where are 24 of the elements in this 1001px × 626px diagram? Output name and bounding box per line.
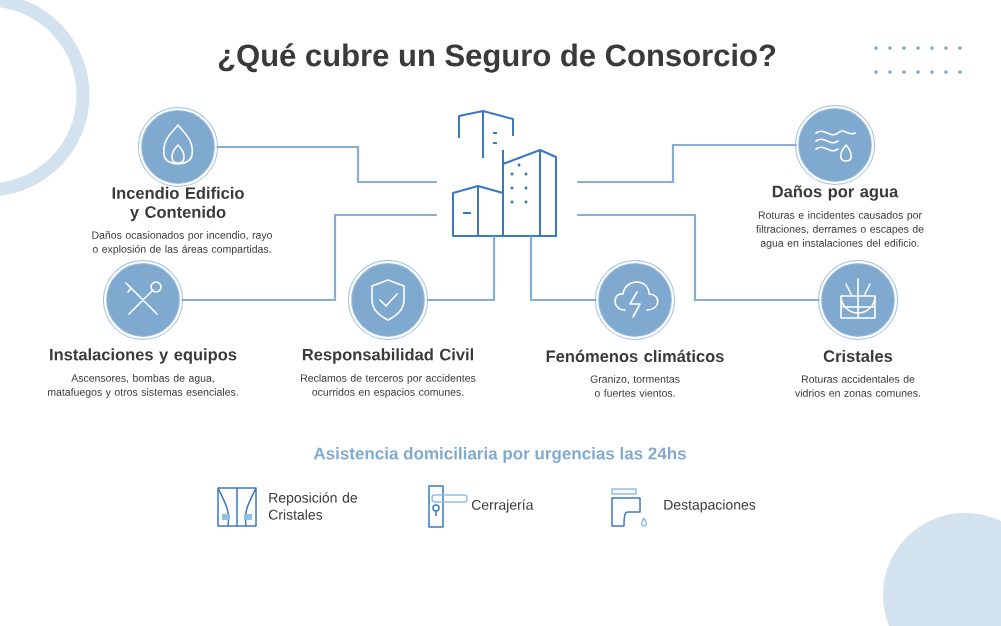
item-description: Daños ocasionados por incendio, rayo o explosión de las áreas compartidas. — [92, 231, 272, 255]
connector-line — [216, 145, 437, 184]
service-label: Cerrajería — [471, 499, 534, 513]
connector-line — [577, 143, 797, 184]
building-drawing — [452, 110, 557, 237]
item-description: Ascensores, bombas de agua, matafuegos y otros sistemas esenciales. — [48, 374, 238, 398]
connector-line — [529, 236, 597, 302]
connector-line — [426, 236, 496, 302]
item-description: Granizo, tormentas o fuertes vientos. — [590, 375, 680, 397]
item-description: Roturas e incidentes causados por filtraciones, derrames o escapes de agua en instalaciones del edificio. — [756, 211, 924, 249]
item-title: Fenómenos climáticos — [546, 349, 724, 363]
item-title: Instalaciones y equipos — [50, 348, 237, 364]
connector-line — [181, 213, 437, 302]
item-title: Responsabilidad Civil — [302, 348, 474, 364]
title: ¿Qué cubre un Seguro de Consorcio? — [218, 43, 776, 73]
item-title: Cristales — [823, 349, 893, 363]
item-description: Roturas accidentales de vidrios en zonas comunes. — [795, 375, 921, 397]
service-label: Reposición de Cristales — [268, 492, 358, 520]
item-title: Daños por agua — [772, 185, 899, 201]
connector-line — [577, 213, 820, 302]
item-description: Reclamos de terceros por accidentes ocurridos en espacios comunes. — [301, 374, 476, 398]
service-label: Destapaciones — [664, 499, 756, 513]
section-heading: Asistencia domiciliaria por urgencias las 24hs — [313, 447, 686, 463]
item-title: Incendio Edificio y Contenido — [112, 186, 244, 222]
